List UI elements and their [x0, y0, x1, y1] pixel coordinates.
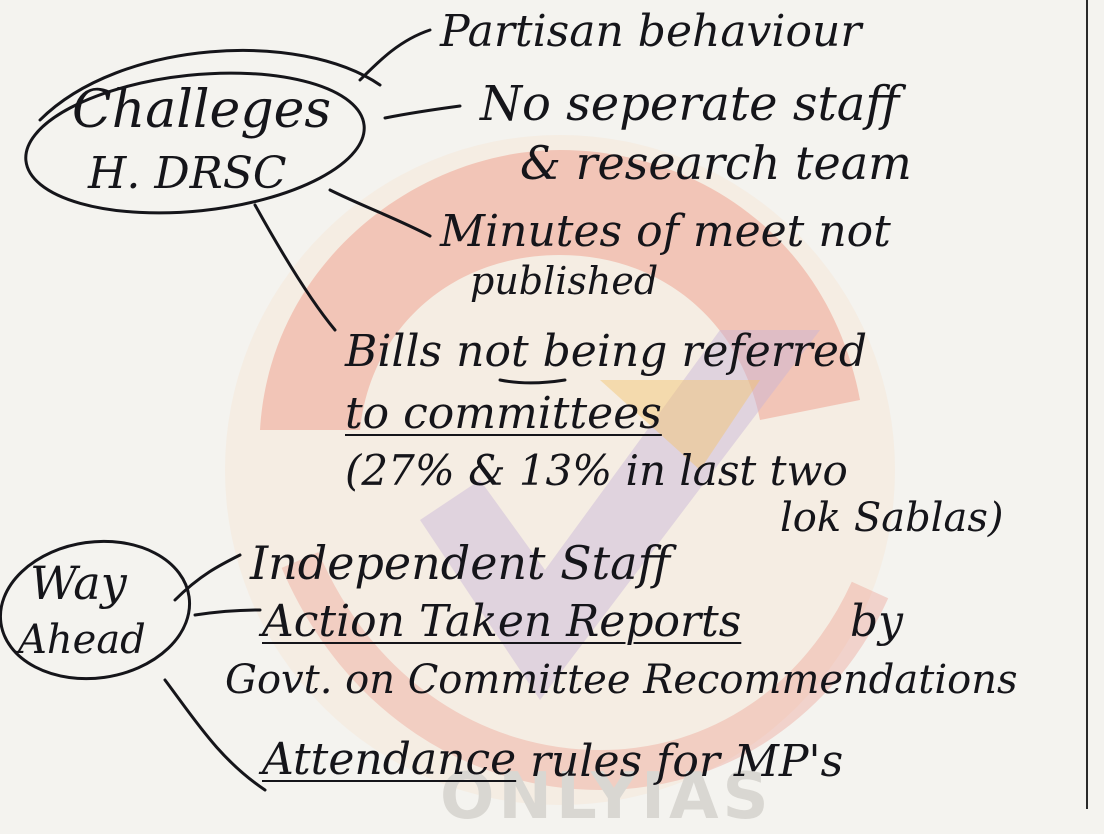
page-margin-rule	[1086, 0, 1088, 809]
way-ahead-item-4: Govt. on Committee Recommendations	[225, 657, 1018, 703]
challenges-circle-line2: H. DRSC	[88, 148, 287, 199]
way-ahead-circle-line1: Way	[30, 556, 127, 610]
challenges-swoosh	[38, 49, 382, 122]
connector-staff-2	[173, 553, 242, 602]
challenges-circle	[24, 71, 366, 215]
underline-bills-fragment	[498, 378, 567, 385]
challenges-item-2: No seperate staff	[480, 76, 900, 132]
pen-strokes	[0, 28, 567, 792]
connector-minutes	[328, 188, 432, 238]
way-ahead-item-2: Action Taken Reports	[262, 596, 742, 647]
way-ahead-item-3: by	[850, 596, 904, 647]
connector-atr	[193, 608, 262, 617]
way-ahead-circle-line2: Ahead	[18, 617, 146, 663]
challenges-item-7: to committees	[345, 388, 662, 439]
challenges-circle-line1: Challeges	[72, 80, 332, 140]
connector-bills	[253, 203, 337, 332]
way-ahead-item-1: Independent Staff	[250, 536, 671, 590]
way-ahead-circle	[0, 539, 192, 681]
way-ahead-item-6: rules for MP's	[530, 736, 844, 787]
challenges-item-5: published	[470, 259, 659, 303]
challenges-item-3: & research team	[520, 136, 912, 190]
connector-attendance	[163, 678, 267, 792]
challenges-item-1: Partisan behaviour	[440, 6, 862, 57]
connector-partisan	[358, 28, 432, 82]
connector-staff	[383, 104, 462, 120]
challenges-item-9: lok Sablas)	[780, 495, 1004, 541]
challenges-item-6: Bills not being referred	[345, 326, 868, 377]
challenges-item-4: Minutes of meet not	[440, 206, 891, 257]
way-ahead-item-5: Attendance	[262, 734, 517, 785]
challenges-item-8: (27% & 13% in last two	[345, 446, 848, 495]
